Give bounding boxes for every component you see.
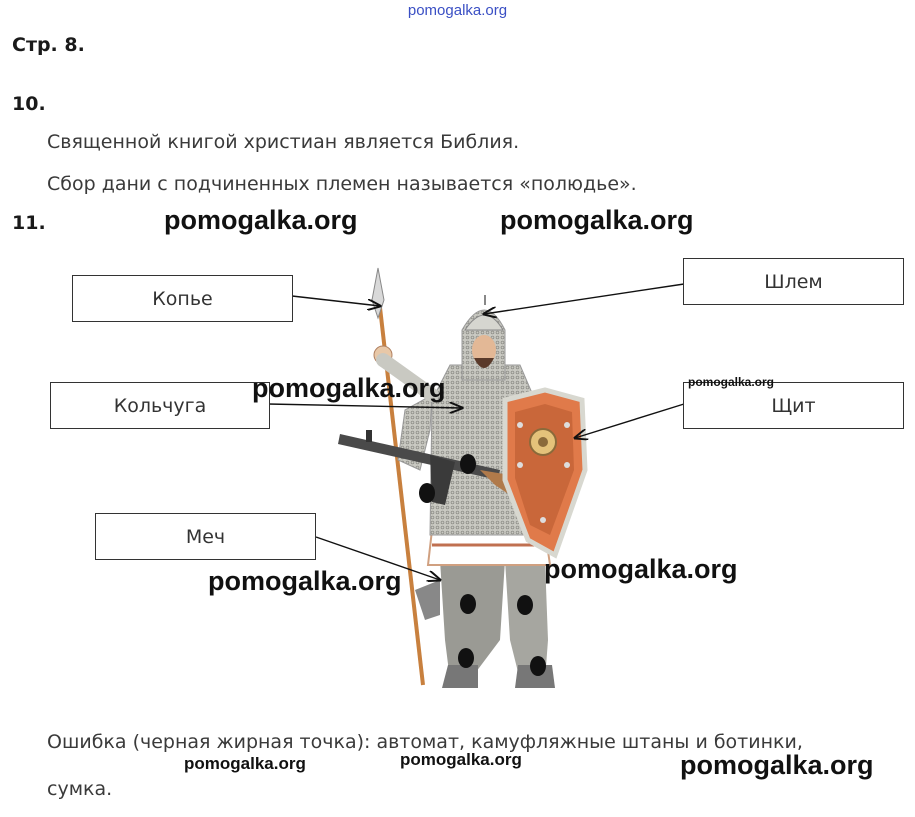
task-10-answer-1: Священной книгой христиан является Библи…	[47, 131, 520, 153]
watermark: pomogalka.org	[252, 373, 446, 403]
label-helmet: Шлем	[683, 258, 904, 305]
watermark: pomogalka.org	[544, 554, 738, 584]
watermark: pomogalka.org	[208, 566, 402, 596]
watermark: pomogalka.org	[500, 205, 694, 235]
label-spear: Копье	[72, 275, 293, 322]
label-shield: Щит	[683, 382, 904, 429]
error-dot-boot-left	[458, 648, 474, 668]
error-description-line-2: сумка.	[47, 778, 113, 800]
error-dot-trousers-right	[517, 595, 533, 615]
trousers-drawing	[440, 560, 555, 688]
error-dot-trousers-left	[460, 594, 476, 614]
error-dot-rifle	[460, 454, 476, 474]
label-chainmail: Кольчуга	[50, 382, 270, 429]
error-dot-boot-right	[530, 656, 546, 676]
bag-drawing	[415, 580, 440, 620]
watermark-top: pomogalka.org	[407, 2, 508, 19]
task-10-number: 10.	[12, 93, 46, 115]
watermark: pomogalka.org	[164, 205, 358, 235]
watermark: pomogalka.org	[184, 754, 306, 773]
watermark: pomogalka.org	[400, 750, 522, 769]
watermark: pomogalka.org	[688, 375, 775, 389]
helmet-drawing	[461, 295, 506, 381]
task-10-answer-2: Сбор дани с подчиненных племен называетс…	[47, 173, 637, 195]
page-label: Стр. 8.	[12, 34, 85, 56]
error-description-line-1: Ошибка (черная жирная точка): автомат, к…	[47, 731, 803, 753]
error-dot-bag	[419, 483, 435, 503]
error-dots	[419, 454, 546, 676]
label-arrows	[267, 283, 685, 580]
label-sword: Меч	[95, 513, 316, 560]
watermark: pomogalka.org	[680, 750, 874, 780]
shield-drawing	[502, 387, 588, 559]
spear-drawing	[371, 267, 425, 686]
task-11-number: 11.	[12, 212, 46, 234]
